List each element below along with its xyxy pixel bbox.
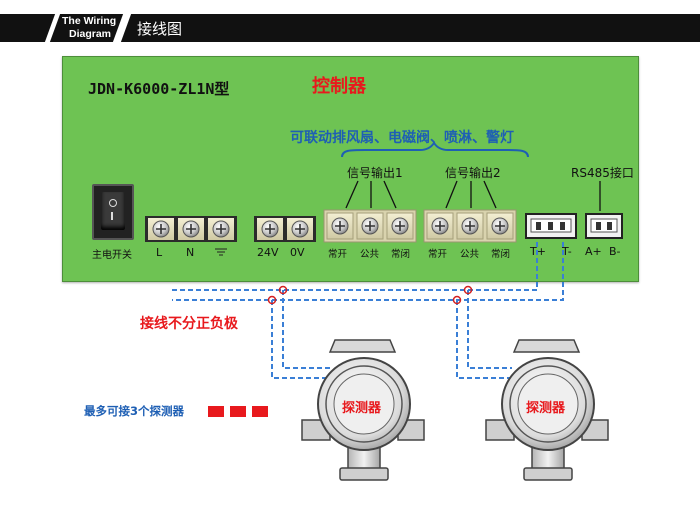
terminal-label-nc1: 常闭 — [391, 249, 411, 260]
terminal-label-t-minus: T- — [562, 245, 572, 258]
terminal-block-relay-1 — [323, 209, 417, 243]
screw-terminal-nc2[interactable] — [486, 212, 514, 240]
wiring-note: 接线不分正负极 — [140, 316, 238, 332]
terminal-label-a-plus: A+ — [585, 245, 602, 258]
terminal-block-relay-2 — [423, 209, 517, 243]
linkage-brace — [341, 141, 529, 158]
connector-rs485[interactable] — [585, 213, 623, 239]
screw-terminal-no1[interactable] — [326, 212, 354, 240]
connector-t[interactable] — [525, 213, 577, 239]
terminal-label-l: L — [156, 246, 163, 259]
power-switch[interactable] — [92, 184, 134, 240]
terminal-label-no2: 常开 — [428, 249, 448, 260]
max-detectors-square-1 — [208, 406, 224, 417]
terminal-block-dc — [254, 216, 316, 242]
terminal-block-mains — [145, 216, 237, 242]
header-title-cn: 接线图 — [137, 21, 183, 38]
power-switch-label: 主电开关 — [92, 250, 132, 261]
max-detectors-square-3 — [252, 406, 268, 417]
terminal-label-no1: 常开 — [328, 249, 348, 260]
detector-2[interactable] — [485, 339, 609, 481]
detector-1[interactable] — [301, 339, 425, 481]
screw-terminal-nc1[interactable] — [386, 212, 414, 240]
signal-output-2-pointers — [445, 180, 497, 209]
header-title-en-2: Diagram — [69, 28, 112, 40]
ground-icon — [215, 248, 227, 256]
signal-output-1-label: 信号输出1 — [347, 166, 403, 180]
header-title-en-1: The Wiring — [62, 15, 117, 27]
signal-output-2-label: 信号输出2 — [445, 166, 501, 180]
power-switch-rocker — [101, 192, 125, 230]
screw-terminal-ground[interactable] — [208, 218, 234, 240]
screw-terminal-n[interactable] — [178, 218, 204, 240]
screw-terminal-24v[interactable] — [257, 218, 283, 240]
terminal-label-n: N — [186, 246, 195, 259]
controller-name: 控制器 — [312, 76, 366, 97]
signal-output-1-pointers — [345, 180, 397, 209]
max-detectors-square-2 — [230, 406, 246, 417]
power-switch-off-mark — [109, 199, 117, 207]
terminal-label-com2: 公共 — [460, 249, 480, 260]
linkage-note: 可联动排风扇、电磁阀、喷淋、警灯 — [290, 130, 514, 146]
controller-model: JDN-K6000-ZL1N型 — [88, 80, 230, 98]
detector-2-label: 探测器 — [526, 401, 566, 416]
controller-panel — [62, 56, 639, 282]
terminal-label-0v: 0V — [290, 246, 305, 259]
terminal-label-b-minus: B- — [609, 245, 621, 258]
detector-1-label: 探测器 — [342, 401, 382, 416]
screw-terminal-com1[interactable] — [356, 212, 384, 240]
screw-terminal-0v[interactable] — [287, 218, 313, 240]
power-switch-on-mark — [111, 212, 113, 220]
wire-junctions — [267, 285, 473, 305]
screw-terminal-com2[interactable] — [456, 212, 484, 240]
terminal-label-nc2: 常闭 — [491, 249, 511, 260]
terminal-label-24v: 24V — [257, 246, 279, 259]
screw-terminal-no2[interactable] — [426, 212, 454, 240]
screw-terminal-l[interactable] — [148, 218, 174, 240]
bus-wires — [172, 242, 564, 379]
rs485-label: RS485接口 — [571, 166, 634, 180]
max-detectors-note: 最多可接3个探测器 — [84, 404, 185, 418]
terminal-label-com1: 公共 — [360, 249, 380, 260]
